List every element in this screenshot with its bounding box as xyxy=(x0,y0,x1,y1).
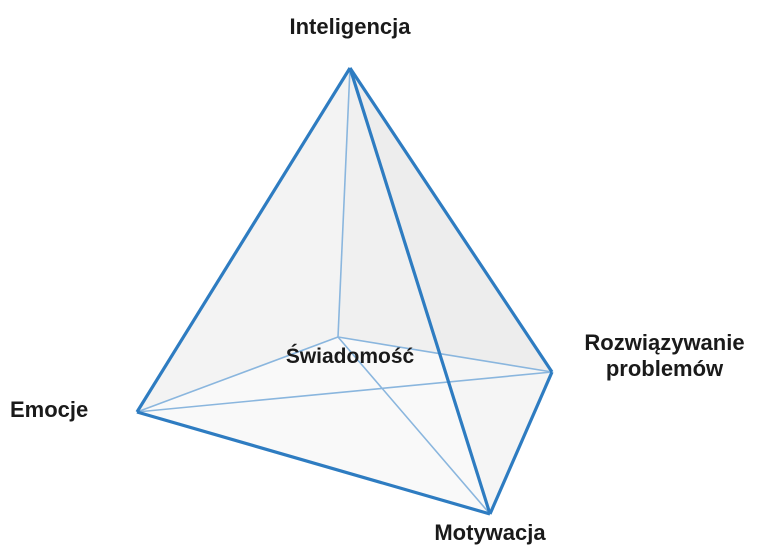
vertex-label-right-line2: problemów xyxy=(605,356,724,381)
edge-apex-to-left xyxy=(135,67,352,413)
vertex-label-right-line1: Rozwiązywanie xyxy=(584,330,745,355)
edge-center-to-bottom xyxy=(337,336,491,515)
edge-center-to-left xyxy=(136,336,339,413)
vertex-label-right: Rozwiązywanie problemów xyxy=(572,330,757,382)
edge-apex-to-bottom xyxy=(348,67,492,515)
edge-left-to-right xyxy=(136,371,553,413)
vertex-label-bottom: Motywacja xyxy=(434,520,546,545)
edge-apex-to-center xyxy=(337,67,351,338)
center-label: Świadomość xyxy=(285,345,415,368)
edge-center-to-right xyxy=(337,336,553,373)
vertex-label-top: Inteligencja xyxy=(289,14,411,39)
face-front-left xyxy=(137,68,490,514)
vertex-label-left: Emocje xyxy=(10,397,89,422)
face-front-right xyxy=(350,68,552,514)
edge-apex-to-right xyxy=(348,67,554,373)
edge-left-to-bottom xyxy=(136,410,491,516)
edge-right-to-bottom xyxy=(488,371,554,515)
